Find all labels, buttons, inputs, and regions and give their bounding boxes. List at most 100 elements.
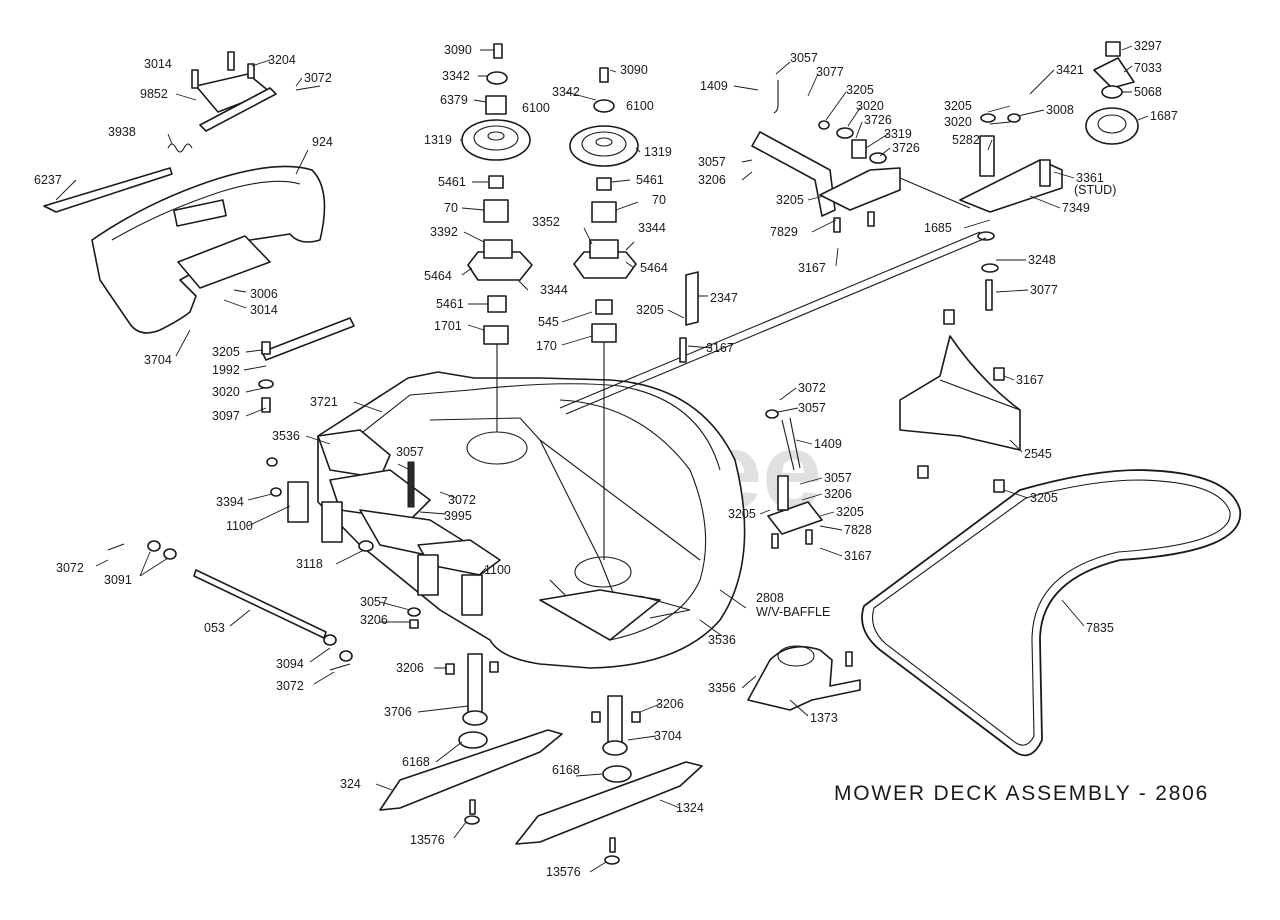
label-3205: 3205 bbox=[1030, 491, 1058, 505]
label-7829: 7829 bbox=[770, 225, 798, 239]
label-1324: 1324 bbox=[676, 801, 704, 815]
label-7349: 7349 bbox=[1062, 201, 1090, 215]
belt-guide-2347 bbox=[679, 271, 699, 363]
label-3297: 3297 bbox=[1134, 39, 1162, 53]
label-5461: 5461 bbox=[438, 175, 466, 189]
label-1319: 1319 bbox=[424, 133, 452, 147]
label-6379: 6379 bbox=[440, 93, 468, 107]
discharge-deflector bbox=[91, 165, 326, 334]
label-3726: 3726 bbox=[892, 141, 920, 155]
label-3090: 3090 bbox=[620, 63, 648, 77]
label-3118: 3118 bbox=[296, 557, 323, 571]
right-spindle-assembly bbox=[569, 67, 639, 560]
label-3020: 3020 bbox=[856, 99, 884, 113]
label-3206: 3206 bbox=[396, 661, 424, 675]
label-1409: 1409 bbox=[700, 79, 728, 93]
label-3057: 3057 bbox=[360, 595, 388, 609]
label-3006: 3006 bbox=[250, 287, 278, 301]
label-1100: 1100 bbox=[484, 563, 511, 577]
drive-belt bbox=[861, 469, 1242, 757]
label-3014: 3014 bbox=[250, 303, 278, 317]
label-3020: 3020 bbox=[212, 385, 240, 399]
label-3206: 3206 bbox=[360, 613, 388, 627]
label-70: 70 bbox=[652, 193, 666, 207]
label-3167: 3167 bbox=[798, 261, 826, 275]
label-5464: 5464 bbox=[424, 269, 452, 283]
deck-brackets bbox=[287, 461, 483, 616]
label-170: 170 bbox=[536, 339, 557, 353]
label-2808: 2808 bbox=[756, 591, 784, 605]
label-1992: 1992 bbox=[212, 363, 240, 377]
label-13576: 13576 bbox=[410, 833, 445, 847]
label-6168: 6168 bbox=[402, 755, 430, 769]
belt-keeper-rod bbox=[765, 409, 801, 471]
label-3356: 3356 bbox=[708, 681, 736, 695]
label-3057: 3057 bbox=[698, 155, 726, 169]
label-3342: 3342 bbox=[442, 69, 470, 83]
label-6168: 6168 bbox=[552, 763, 580, 777]
label-1373: 1373 bbox=[810, 711, 838, 725]
label-3704: 3704 bbox=[654, 729, 682, 743]
label-3091: 3091 bbox=[104, 573, 132, 587]
label-70: 70 bbox=[444, 201, 458, 215]
label-3204: 3204 bbox=[268, 53, 296, 67]
label-053: 053 bbox=[204, 621, 225, 635]
axle-rod bbox=[107, 457, 421, 671]
label-3094: 3094 bbox=[276, 657, 304, 671]
label-3057: 3057 bbox=[798, 401, 826, 415]
label-3097: 3097 bbox=[212, 409, 240, 423]
part-labels: 3090 3342 6379 6100 1319 5461 70 3392 54… bbox=[34, 39, 1178, 879]
label-3394: 3394 bbox=[216, 495, 244, 509]
label-3014: 3014 bbox=[144, 57, 172, 71]
label-3704: 3704 bbox=[144, 353, 172, 367]
belt-guide-bracket bbox=[767, 475, 823, 549]
label-5282: 5282 bbox=[952, 133, 980, 147]
label-924: 924 bbox=[312, 135, 333, 149]
label-3077: 3077 bbox=[816, 65, 844, 79]
belt-shield bbox=[899, 309, 1021, 493]
label-3167: 3167 bbox=[844, 549, 872, 563]
label-3721: 3721 bbox=[310, 395, 338, 409]
label-w-v-baffle: W/V-BAFFLE bbox=[756, 605, 830, 619]
hinge-rod bbox=[258, 317, 355, 413]
label-545: 545 bbox=[538, 315, 559, 329]
label-3205: 3205 bbox=[212, 345, 240, 359]
label-3206: 3206 bbox=[656, 697, 684, 711]
label-3072: 3072 bbox=[304, 71, 332, 85]
label-3361-stud: (STUD) bbox=[1074, 183, 1116, 197]
label-3167: 3167 bbox=[1016, 373, 1044, 387]
label-2347: 2347 bbox=[710, 291, 738, 305]
idler-rod bbox=[559, 231, 987, 415]
label-1687: 1687 bbox=[1150, 109, 1178, 123]
label-3206: 3206 bbox=[698, 173, 726, 187]
idler-pulley-assembly bbox=[959, 41, 1139, 311]
spindle-cover bbox=[747, 645, 861, 711]
label-3352: 3352 bbox=[532, 215, 560, 229]
label-3342: 3342 bbox=[552, 85, 580, 99]
label-3344: 3344 bbox=[638, 221, 666, 235]
label-9852: 9852 bbox=[140, 87, 168, 101]
label-6100: 6100 bbox=[626, 99, 654, 113]
label-3206: 3206 bbox=[824, 487, 852, 501]
label-2545: 2545 bbox=[1024, 447, 1052, 461]
label-13576: 13576 bbox=[546, 865, 581, 879]
label-3205: 3205 bbox=[636, 303, 664, 317]
label-7828: 7828 bbox=[844, 523, 872, 537]
label-3536: 3536 bbox=[708, 633, 736, 647]
left-blade-assembly bbox=[379, 653, 563, 825]
label-3057: 3057 bbox=[396, 445, 424, 459]
idler-arm-assembly bbox=[751, 80, 971, 233]
label-1319: 1319 bbox=[644, 145, 672, 159]
left-spindle-assembly bbox=[461, 43, 533, 432]
label-6100: 6100 bbox=[522, 101, 550, 115]
label-3706: 3706 bbox=[384, 705, 412, 719]
label-1100: 1100 bbox=[226, 519, 253, 533]
label-3938: 3938 bbox=[108, 125, 136, 139]
label-3072: 3072 bbox=[798, 381, 826, 395]
label-3205: 3205 bbox=[776, 193, 804, 207]
label-3995: 3995 bbox=[444, 509, 472, 523]
label-3421: 3421 bbox=[1056, 63, 1084, 77]
label-5461: 5461 bbox=[636, 173, 664, 187]
